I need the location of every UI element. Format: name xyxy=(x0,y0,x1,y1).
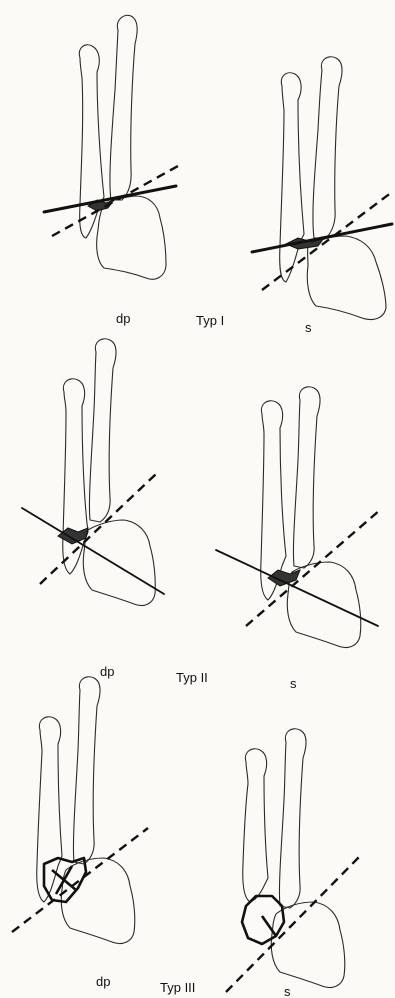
tarsal-bone xyxy=(61,858,135,944)
type-label: Typ II xyxy=(176,670,208,685)
view-label-dp: dp xyxy=(100,664,114,679)
solid-reference-line xyxy=(216,550,378,626)
metatarsal-bone xyxy=(261,401,286,600)
drawing-typ-2-dp xyxy=(22,339,164,606)
view-label-s: s xyxy=(290,676,297,691)
view-label-dp: dp xyxy=(96,974,110,989)
row-typ-2: dp Typ II s xyxy=(22,339,380,691)
drawing-typ-1-s xyxy=(252,57,392,320)
view-label-s: s xyxy=(305,320,312,335)
dashed-reference-line xyxy=(52,166,178,236)
view-label-dp: dp xyxy=(116,311,130,326)
tarsal-bone xyxy=(307,236,386,320)
metatarsal-bone xyxy=(313,57,342,238)
fracture-fragment xyxy=(242,896,284,944)
row-typ-1: dp Typ I s xyxy=(44,15,392,335)
dashed-reference-line xyxy=(226,854,362,992)
type-label: Typ I xyxy=(196,313,224,328)
view-label-s: s xyxy=(284,984,291,998)
fracture-fragment xyxy=(44,858,86,902)
drawing-typ-3-dp xyxy=(12,677,148,944)
metatarsal-bone xyxy=(89,339,116,522)
dashed-reference-line xyxy=(12,828,148,932)
drawing-typ-1-dp xyxy=(44,15,178,279)
solid-reference-line xyxy=(252,224,392,252)
metatarsal-bone xyxy=(293,387,320,568)
metatarsal-bone xyxy=(110,15,137,200)
row-typ-3: dp Typ III s xyxy=(12,677,362,998)
metatarsal-bone xyxy=(243,749,268,902)
metatarsal-bone xyxy=(279,729,306,908)
drawing-typ-2-s xyxy=(216,387,380,648)
tarsal-bone xyxy=(83,520,155,606)
metatarsal-bone xyxy=(280,73,304,282)
drawing-typ-3-s xyxy=(226,729,362,992)
type-label: Typ III xyxy=(160,980,195,995)
metatarsal-bone xyxy=(73,677,100,864)
